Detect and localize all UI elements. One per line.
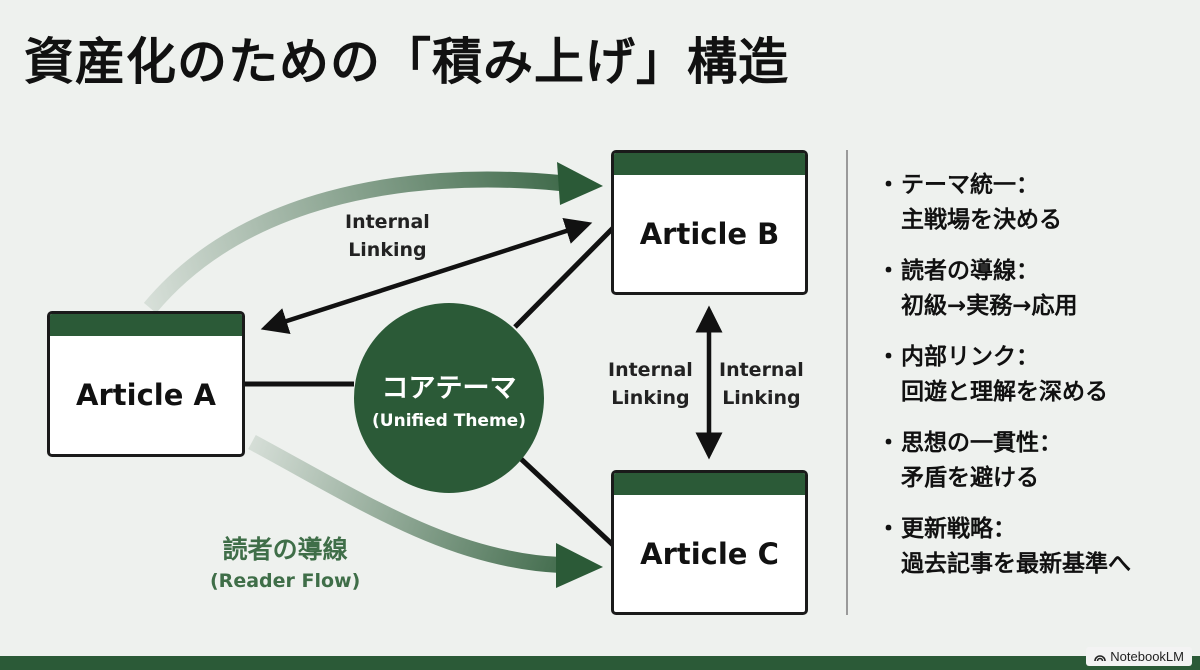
key-point-detail: 回遊と理解を深める bbox=[901, 379, 1108, 405]
notebooklm-label: NotebookLM bbox=[1110, 649, 1184, 664]
key-point-item: ・更新戦略： 過去記事を最新基準へ bbox=[877, 512, 1131, 582]
key-point-heading: 思想の一貫性： bbox=[901, 430, 1062, 456]
article-c-card: Article C bbox=[611, 470, 808, 615]
notebooklm-icon bbox=[1094, 654, 1107, 661]
key-point-heading: テーマ統一： bbox=[901, 172, 1039, 198]
bottom-accent-band bbox=[0, 656, 1200, 670]
core-theme-subtitle: (Unified Theme) bbox=[372, 410, 526, 431]
key-point-detail: 初級→実務→応用 bbox=[901, 293, 1078, 319]
notebooklm-badge: NotebookLM bbox=[1086, 647, 1192, 666]
reader-flow-subtitle: (Reader Flow) bbox=[210, 570, 361, 592]
card-header-bar bbox=[50, 314, 242, 336]
internal-link-arrow-ab bbox=[260, 218, 593, 334]
key-point-heading: 更新戦略： bbox=[901, 516, 1016, 542]
bullet-marker: ・ bbox=[877, 258, 900, 284]
key-point-item: ・テーマ統一： 主戦場を決める bbox=[877, 168, 1131, 238]
reader-flow-title: 読者の導線 bbox=[222, 535, 348, 564]
key-point-detail: 矛盾を避ける bbox=[901, 465, 1039, 491]
key-point-item: ・思想の一貫性： 矛盾を避ける bbox=[877, 426, 1131, 496]
key-point-detail: 過去記事を最新基準へ bbox=[901, 551, 1131, 577]
bullet-marker: ・ bbox=[877, 516, 900, 542]
article-c-label: Article C bbox=[640, 536, 779, 571]
article-b-label: Article B bbox=[639, 216, 780, 251]
reader-flow-arrowhead-bottom bbox=[556, 543, 603, 588]
article-a-label: Article A bbox=[76, 378, 216, 412]
connector-core-c bbox=[518, 456, 615, 547]
reader-flow-arrow-bottom bbox=[248, 434, 561, 573]
internal-linking-label-bc-right: Internal Linking bbox=[719, 359, 804, 409]
internal-linking-label-bc-left: Internal Linking bbox=[608, 359, 693, 409]
article-a-card: Article A bbox=[47, 311, 245, 457]
bullet-marker: ・ bbox=[877, 430, 900, 456]
card-header-bar bbox=[614, 473, 805, 495]
key-point-item: ・読者の導線： 初級→実務→応用 bbox=[877, 254, 1131, 324]
bullet-marker: ・ bbox=[877, 344, 900, 370]
article-b-card: Article B bbox=[611, 150, 808, 295]
key-point-heading: 内部リンク： bbox=[901, 344, 1039, 370]
reader-flow-arrow-top bbox=[143, 171, 561, 314]
key-point-detail: 主戦場を決める bbox=[901, 207, 1062, 233]
key-points-list: ・テーマ統一： 主戦場を決める ・読者の導線： 初級→実務→応用 ・内部リンク：… bbox=[877, 168, 1131, 598]
card-header-bar bbox=[614, 153, 805, 175]
key-point-heading: 読者の導線： bbox=[901, 258, 1039, 284]
page-title: 資産化のための「積み上げ」構造 bbox=[24, 33, 789, 91]
reader-flow-label: 読者の導線 (Reader Flow) bbox=[210, 530, 360, 592]
core-theme-circle: コアテーマ (Unified Theme) bbox=[354, 303, 544, 493]
bullet-marker: ・ bbox=[877, 172, 900, 198]
internal-linking-label-ab: Internal Linking bbox=[345, 211, 430, 261]
vertical-divider bbox=[846, 150, 848, 615]
reader-flow-arrowhead-top bbox=[557, 162, 603, 205]
core-theme-name: コアテーマ bbox=[381, 372, 517, 404]
key-point-item: ・内部リンク： 回遊と理解を深める bbox=[877, 340, 1131, 410]
